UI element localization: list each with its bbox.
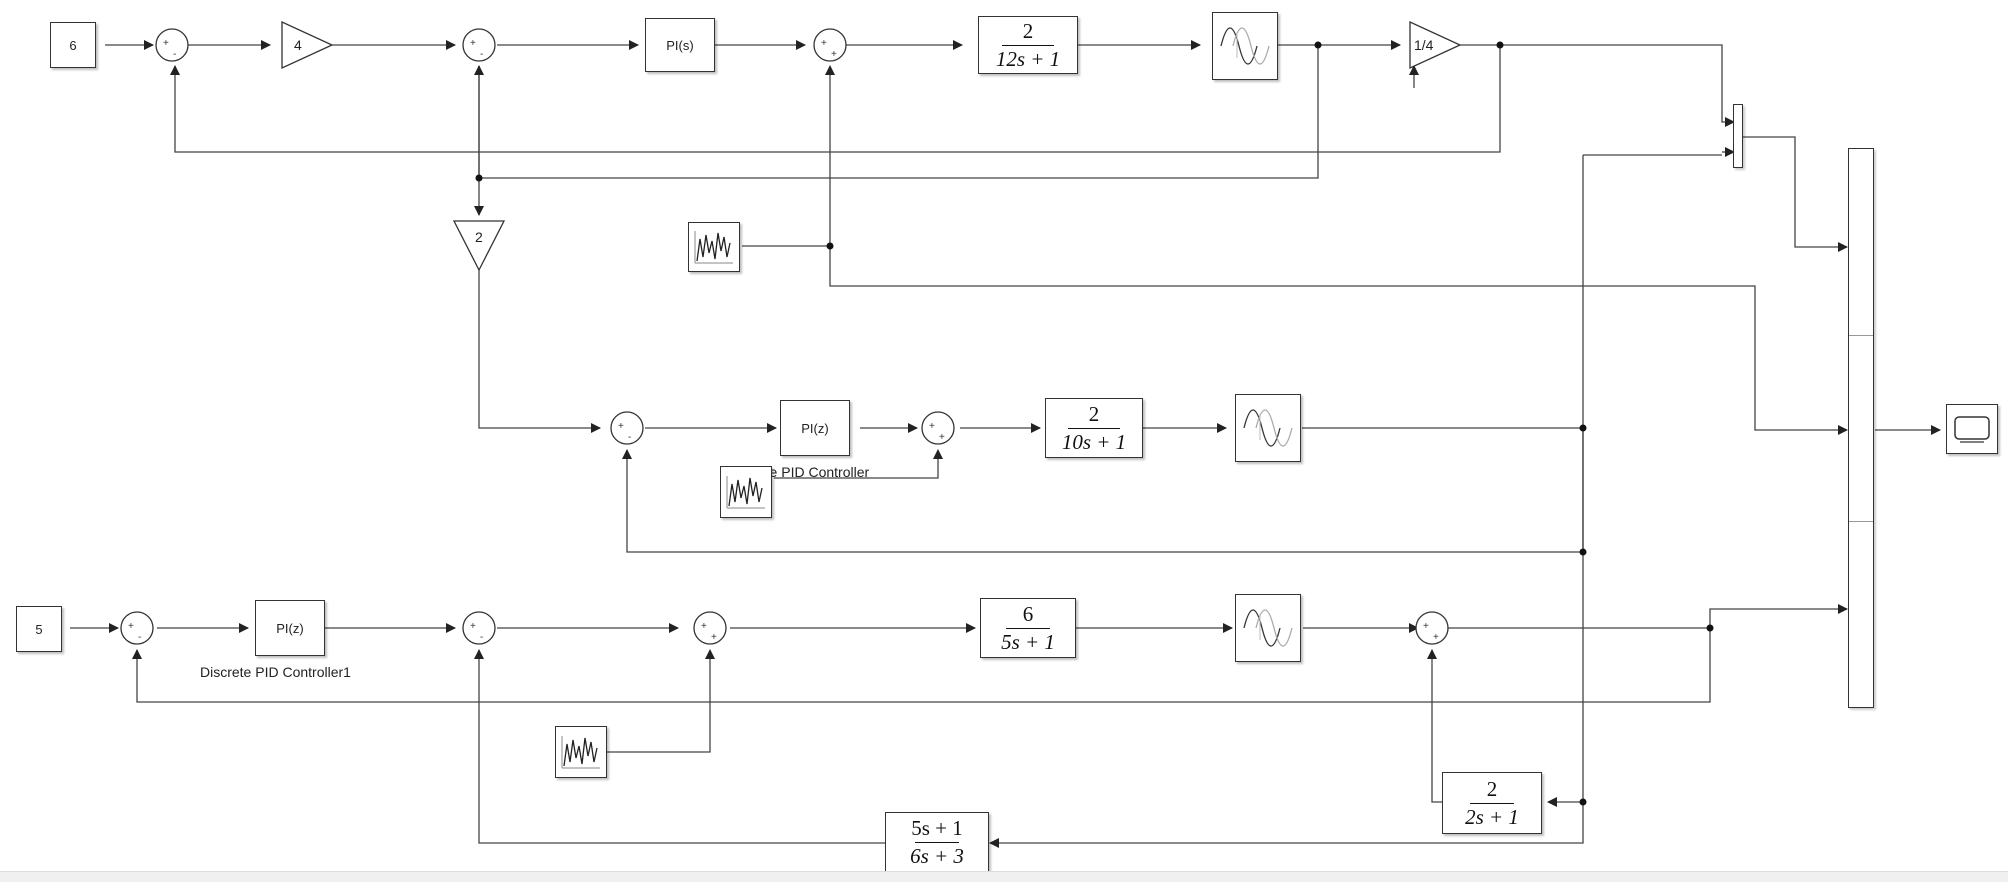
svg-text:+: + bbox=[470, 621, 476, 632]
gain-block-4[interactable] bbox=[281, 20, 334, 70]
random-noise-block-3[interactable] bbox=[555, 726, 607, 778]
transfer-function-3[interactable]: 6 5s + 1 bbox=[980, 598, 1076, 658]
sum-block-5[interactable]: ++ bbox=[921, 411, 955, 445]
controller-label: PI(z) bbox=[801, 420, 829, 436]
svg-text:+: + bbox=[1423, 621, 1429, 632]
svg-text:+: + bbox=[1433, 632, 1439, 643]
tf-denominator: 5s + 1 bbox=[1001, 630, 1055, 654]
svg-text:-: - bbox=[480, 49, 483, 60]
sum-block-2[interactable]: +- bbox=[462, 28, 496, 62]
sum-block-3[interactable]: ++ bbox=[813, 28, 847, 62]
random-noise-icon bbox=[561, 736, 600, 769]
gain-block-2[interactable] bbox=[452, 220, 506, 272]
gain-2-label: 2 bbox=[475, 229, 483, 245]
gain-quarter-label: 1/4 bbox=[1414, 37, 1434, 53]
constant-value: 5 bbox=[35, 621, 43, 637]
tf-numerator: 2 bbox=[1088, 401, 1100, 426]
svg-text:+: + bbox=[711, 632, 717, 643]
svg-text:+: + bbox=[831, 49, 837, 60]
tf-denominator: 2s + 1 bbox=[1465, 805, 1519, 829]
pi-controller-continuous[interactable]: PI(s) bbox=[645, 18, 715, 72]
sum-block-1[interactable]: +- bbox=[155, 28, 189, 62]
mux-block-large[interactable] bbox=[1848, 148, 1874, 708]
gain-block-quarter[interactable] bbox=[1409, 20, 1462, 70]
svg-text:+: + bbox=[701, 621, 707, 632]
controller-label: PI(z) bbox=[276, 620, 304, 636]
transport-delay-block-1[interactable] bbox=[1212, 12, 1278, 80]
random-noise-block-2[interactable] bbox=[720, 466, 772, 518]
discrete-pid-controller1-caption: Discrete PID Controller1 bbox=[200, 664, 351, 680]
svg-text:+: + bbox=[470, 38, 476, 49]
random-noise-icon bbox=[726, 476, 765, 509]
svg-text:+: + bbox=[821, 38, 827, 49]
discrete-pid-controller1[interactable]: PI(z) bbox=[255, 600, 325, 656]
transport-delay-icon bbox=[1243, 409, 1293, 447]
transport-delay-block-2[interactable] bbox=[1235, 394, 1301, 462]
tf-numerator: 5s + 1 bbox=[911, 815, 963, 840]
transfer-function-2[interactable]: 2 10s + 1 bbox=[1045, 398, 1143, 458]
gain-4-label: 4 bbox=[294, 37, 302, 53]
scope-icon bbox=[1954, 416, 1990, 443]
sum-block-9[interactable]: ++ bbox=[1415, 611, 1449, 645]
constant-block-5[interactable]: 5 bbox=[16, 606, 62, 652]
svg-text:+: + bbox=[618, 421, 624, 432]
transport-delay-icon bbox=[1243, 609, 1293, 647]
svg-text:-: - bbox=[138, 632, 141, 643]
transfer-function-4[interactable]: 2 2s + 1 bbox=[1442, 772, 1542, 834]
sum-block-8[interactable]: ++ bbox=[693, 611, 727, 645]
transfer-function-5[interactable]: 5s + 1 6s + 3 bbox=[885, 812, 989, 872]
mux-divider bbox=[1849, 335, 1873, 336]
svg-text:+: + bbox=[929, 421, 935, 432]
transport-delay-icon bbox=[1220, 27, 1270, 65]
mux-divider bbox=[1849, 521, 1873, 522]
svg-text:-: - bbox=[173, 49, 176, 60]
sum-block-6[interactable]: +- bbox=[120, 611, 154, 645]
tf-denominator: 6s + 3 bbox=[910, 844, 964, 868]
transport-delay-block-3[interactable] bbox=[1235, 594, 1301, 662]
tf-numerator: 2 bbox=[1022, 18, 1034, 43]
tf-denominator: 10s + 1 bbox=[1061, 430, 1127, 454]
svg-text:-: - bbox=[480, 632, 483, 643]
constant-value: 6 bbox=[69, 37, 77, 53]
tf-numerator: 6 bbox=[1022, 601, 1034, 626]
sum-block-7[interactable]: +- bbox=[462, 611, 496, 645]
controller-label: PI(s) bbox=[666, 37, 694, 53]
mux-block-small[interactable] bbox=[1733, 104, 1743, 168]
scope-block[interactable] bbox=[1946, 404, 1998, 454]
tf-denominator: 12s + 1 bbox=[995, 47, 1061, 71]
svg-text:+: + bbox=[163, 38, 169, 49]
constant-block-6[interactable]: 6 bbox=[50, 22, 96, 68]
discrete-pid-controller[interactable]: PI(z) bbox=[780, 400, 850, 456]
random-noise-block-1[interactable] bbox=[688, 222, 740, 272]
tf-numerator: 2 bbox=[1486, 776, 1498, 801]
svg-text:+: + bbox=[128, 621, 134, 632]
transfer-function-1[interactable]: 2 12s + 1 bbox=[978, 16, 1078, 74]
svg-text:+: + bbox=[939, 432, 945, 443]
sum-block-4[interactable]: +- bbox=[610, 411, 644, 445]
status-bar bbox=[0, 871, 2008, 882]
svg-text:-: - bbox=[628, 432, 631, 443]
random-noise-icon bbox=[694, 231, 733, 264]
